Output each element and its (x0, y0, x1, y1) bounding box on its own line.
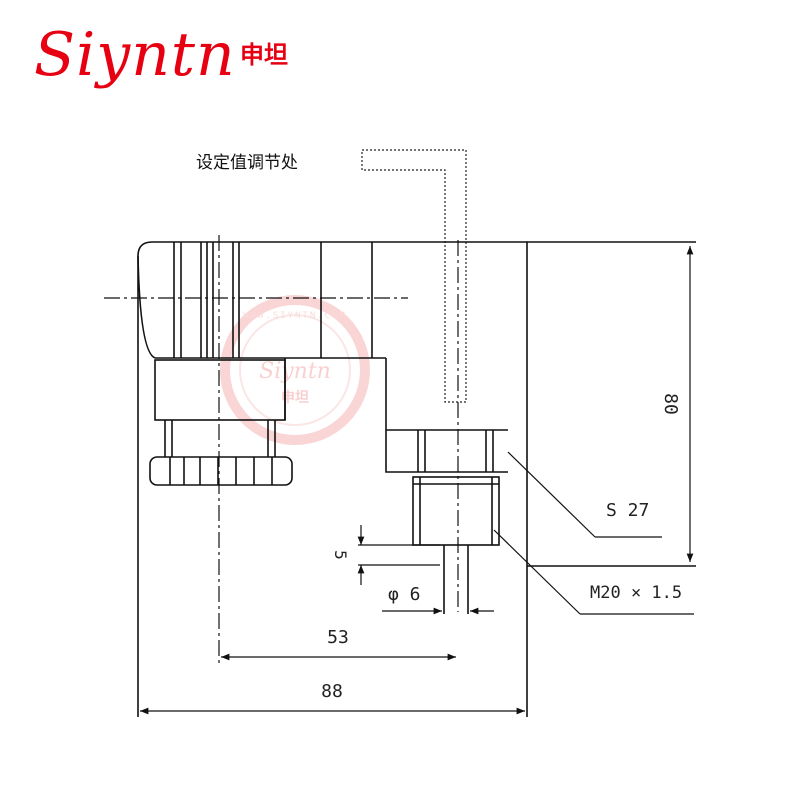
watermark-name-cn: 申坦 (281, 389, 309, 406)
dim-wrench-label: S 27 (606, 500, 649, 521)
adjust-point-label: 设定值调节处 (196, 153, 298, 173)
watermark-ring-text: WWW.SIYNTN.COM (243, 311, 347, 321)
dim-wrench-leader (507, 451, 662, 538)
adjust-leader (361, 149, 467, 403)
dim-thread-label: M20 × 1.5 (590, 583, 682, 603)
switch-body (137, 241, 696, 717)
center-lines (104, 235, 459, 665)
dim-tail (357, 525, 440, 585)
brand-logo: Siyntn (34, 20, 236, 90)
dim-thread-leader (493, 529, 694, 615)
dim-offset-label: 53 (327, 627, 349, 648)
dim-width-label: 88 (321, 681, 343, 702)
dim-height-label: 80 (660, 393, 681, 415)
brand-logo-cn: 申坦 (240, 41, 288, 69)
watermark-name: Siyntn (259, 359, 331, 384)
dim-tail-label: 5 (331, 550, 350, 560)
dim-hole-label: φ 6 (388, 584, 421, 605)
watermark-seal: Siyntn 申坦 WWW.SIYNTN.COM (220, 295, 370, 445)
